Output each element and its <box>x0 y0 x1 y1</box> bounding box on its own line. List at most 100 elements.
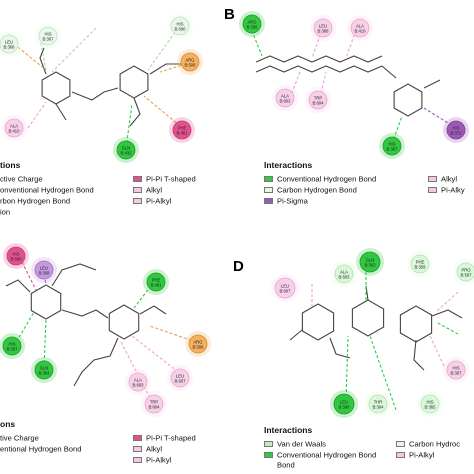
chain-d4 <box>329 337 351 359</box>
residue-chain: B:432 <box>121 151 133 156</box>
residue-circle <box>34 260 54 280</box>
legend-swatch <box>264 441 273 447</box>
residue-chain: B:603 <box>339 275 351 280</box>
residue-circle <box>308 90 328 110</box>
legend-swatch <box>133 198 142 204</box>
residue-name: LEU <box>40 266 48 271</box>
residue-name: ALA <box>340 270 348 275</box>
residue-circle <box>359 251 381 273</box>
residue-name: HIS <box>427 400 434 405</box>
chain-d3 <box>289 329 303 341</box>
residue-name: LEU <box>340 400 348 405</box>
residue-name: ARG <box>193 340 202 345</box>
residue-circle <box>446 120 466 140</box>
residue-circle <box>350 18 370 38</box>
interaction-line <box>119 339 151 399</box>
legend-a-item: Pi-Pi T-shaped <box>133 174 196 184</box>
chain-a3 <box>129 97 141 127</box>
interaction-line <box>13 43 47 71</box>
residue-name: LEU <box>5 40 13 45</box>
residue-circle <box>6 246 26 266</box>
residue-chain: B:607 <box>280 289 292 294</box>
interaction-line <box>147 27 179 71</box>
residue-name: HIS <box>389 142 396 147</box>
residue-circle <box>2 336 22 356</box>
residue-circle <box>333 393 355 415</box>
ring-d2 <box>351 299 385 337</box>
chain-d2 <box>431 309 463 319</box>
residue-circle <box>144 394 164 414</box>
residue-name: LEU <box>281 284 289 289</box>
residue-circle <box>128 372 148 392</box>
residue-circle <box>0 34 19 54</box>
legend-d-title: Interactions <box>264 425 313 435</box>
residue-name: ARG <box>185 58 194 63</box>
residue-chain: B:607 <box>175 379 187 384</box>
legend-swatch <box>396 441 405 447</box>
chain-a2 <box>149 63 182 75</box>
legend-d-item: Van der Waals <box>264 439 326 449</box>
legend-swatch <box>428 187 437 193</box>
interaction-line <box>27 101 47 129</box>
residue-circle <box>4 118 24 138</box>
interaction-line <box>345 335 349 403</box>
residue-chain: B:359 <box>415 265 427 270</box>
residue-circle <box>313 18 333 38</box>
chain-c3 <box>139 305 167 315</box>
chain-b1 <box>255 55 383 63</box>
legend-c-item: entional Hydrogen Bond <box>0 444 82 454</box>
panel-letter-b: B <box>224 6 235 23</box>
legend-c-item: Alkyl <box>133 444 162 454</box>
legend-b-item: Alkyl <box>428 174 457 184</box>
legend-d-item: Conventional Hydrogen Bond <box>264 450 376 460</box>
residue-name: GLN <box>122 146 131 151</box>
residue-circle <box>116 140 136 160</box>
residue-chain: B:410 <box>355 29 367 34</box>
residue-circle <box>410 254 430 274</box>
residue-circle <box>172 120 192 140</box>
residue-chain: B:481 <box>177 131 189 136</box>
legend-c-item: Pi-Alkyl <box>133 455 171 465</box>
link-b <box>381 65 397 79</box>
residue-name: HIS <box>45 32 52 37</box>
residue-chain: B:508 <box>193 345 205 350</box>
residue-name: PHE <box>416 260 425 265</box>
residue-chain: B:336 <box>247 25 259 30</box>
residue-chain: B:690 <box>11 257 23 262</box>
residue-chain: B:604 <box>149 405 161 410</box>
legend-a-item: ctive Charge <box>0 174 43 184</box>
chain-b3 <box>423 79 441 89</box>
interaction-line <box>429 335 445 367</box>
chain-a1 <box>39 47 47 75</box>
residue-circle <box>456 262 474 282</box>
residue-chain: B:367 <box>387 147 399 152</box>
residue-name: PHE <box>152 278 161 283</box>
interaction-line-layer <box>13 25 459 411</box>
legend-swatch <box>133 176 142 182</box>
chain-c1 <box>51 263 97 287</box>
legend-swatch <box>264 198 273 204</box>
residue-name: LEU <box>176 374 184 379</box>
residue-name: ALA <box>281 94 289 99</box>
legend-b-item: Conventional Hydrogen Bond <box>264 174 376 184</box>
residue-circle <box>382 136 402 156</box>
residue-circle <box>368 394 388 414</box>
interaction-line <box>319 71 327 99</box>
